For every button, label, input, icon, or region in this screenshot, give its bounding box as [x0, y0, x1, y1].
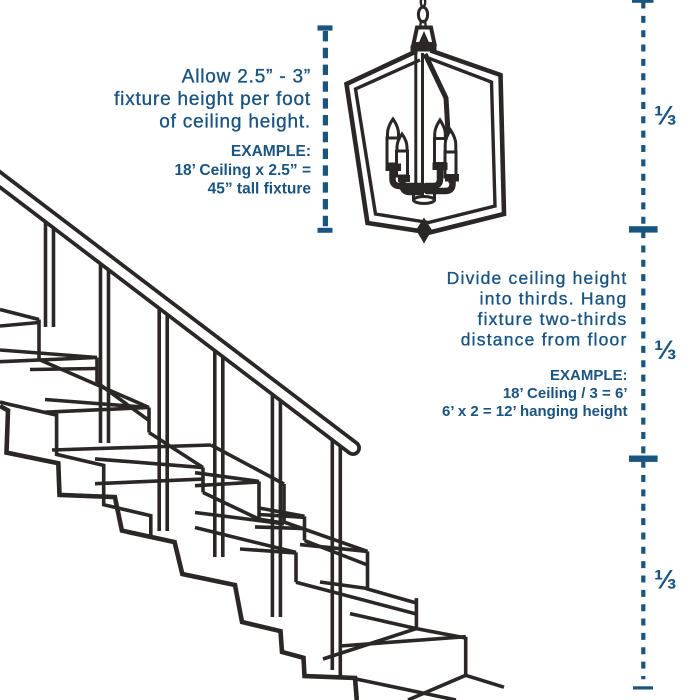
svg-text:into thirds. Hang: into thirds. Hang	[480, 289, 628, 309]
svg-text:EXAMPLE:: EXAMPLE:	[550, 367, 628, 384]
svg-text:45” tall fixture: 45” tall fixture	[208, 181, 312, 198]
svg-text:⅓: ⅓	[654, 101, 677, 131]
svg-text:⅓: ⅓	[654, 335, 677, 365]
svg-text:Divide ceiling height: Divide ceiling height	[447, 268, 628, 288]
svg-text:distance from floor: distance from floor	[461, 330, 628, 350]
svg-text:of ceiling height.: of ceiling height.	[159, 112, 311, 133]
svg-text:18’ Ceiling x 2.5” =: 18’ Ceiling x 2.5” =	[174, 162, 311, 179]
svg-text:fixture height per foot: fixture height per foot	[114, 89, 311, 110]
svg-text:6’ x 2 = 12’ hanging height: 6’ x 2 = 12’ hanging height	[442, 403, 627, 420]
svg-text:fixture two-thirds: fixture two-thirds	[478, 309, 628, 329]
svg-text:⅓: ⅓	[654, 565, 677, 595]
svg-text:EXAMPLE:: EXAMPLE:	[231, 143, 311, 160]
svg-text:18’ Ceiling / 3 = 6’: 18’ Ceiling / 3 = 6’	[503, 385, 628, 402]
svg-text:Allow 2.5” - 3”: Allow 2.5” - 3”	[182, 67, 311, 88]
